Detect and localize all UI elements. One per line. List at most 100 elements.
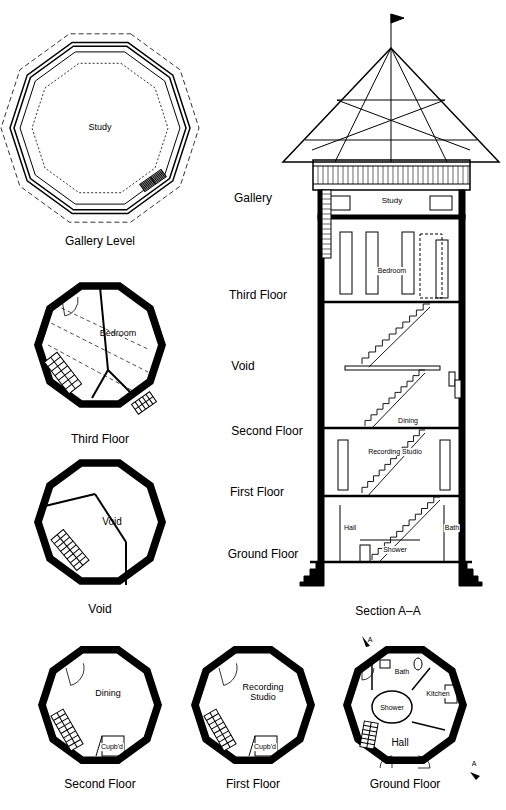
plan-stroke [70,553,82,563]
section-stroke [322,244,331,245]
section-stroke [372,497,440,560]
text-label: Bath [394,668,410,676]
plan-stroke [44,352,81,393]
section-stroke [338,440,348,490]
section-stroke [391,48,392,162]
plan-stroke [362,734,376,736]
plan-stroke [45,320,148,372]
plan-stroke [135,402,142,412]
plan-stroke [204,709,236,751]
plan-stroke [143,175,164,190]
section-stroke [318,495,465,498]
section-stroke [393,166,394,184]
text-label: Void [102,516,121,527]
plan-stroke [56,718,68,725]
section-stroke [360,540,420,541]
section-stroke [463,166,464,184]
section-stroke [283,48,499,162]
plan-stroke [67,549,79,559]
section-stroke [378,166,379,184]
plan-stroke [221,739,233,746]
section-stroke [343,166,344,184]
section-stroke [449,372,455,386]
section-stroke [458,166,459,184]
section-stroke [455,380,461,398]
plan-stroke [363,730,377,732]
section-stroke [443,166,444,184]
plan-stroke [57,535,83,566]
plan-stroke [361,738,375,740]
plan-stroke [140,169,166,191]
plan-stroke [108,370,130,392]
section-stroke [423,166,424,184]
section-stroke [322,239,331,240]
plan-stroke [14,46,186,210]
plan-stroke [51,709,83,751]
plan-stroke [66,663,84,685]
text-label: Gallery [234,192,272,205]
section-stroke [383,166,384,184]
section-stroke [318,301,465,304]
section-stroke [312,100,445,150]
section-stroke [322,214,331,215]
plan-stroke [1,34,199,222]
section-stroke [318,427,465,430]
plan-stroke [61,541,73,551]
plan-stroke [62,297,78,316]
section-stroke [403,166,404,184]
plan-stroke [92,370,108,398]
text-label: Dining [95,689,121,699]
section-stroke [322,199,331,200]
section-stroke [391,48,447,162]
plan-stroke [95,494,126,542]
plan-stroke [380,660,390,668]
plan-stroke [74,556,86,566]
plan-stroke [343,646,467,764]
floor-plan [1,34,480,780]
section-stroke [338,166,339,184]
section-stroke [300,562,324,586]
plan-stroke [412,668,430,690]
plan-stroke [38,646,162,764]
text-label: Section A–A [355,605,420,618]
text-label: Recording Studio [234,683,292,703]
text-label: A [472,760,477,768]
section-stroke [358,166,359,184]
section-stroke [428,166,429,184]
section-stroke [368,166,369,184]
section-stroke [430,196,452,210]
text-label: Cupb'd [100,743,124,751]
section-stroke [310,561,472,564]
section-stroke [360,545,370,562]
section-stroke [322,254,331,255]
section-stroke [444,505,445,562]
section-stroke [340,505,341,562]
section-stroke [398,166,399,184]
section-stroke [373,166,374,184]
plan-stroke [57,537,69,547]
section-drawing [283,14,499,586]
section-stroke [408,166,409,184]
text-label: Kitchen [425,690,450,698]
section-stroke [438,166,439,184]
plan-stroke [34,459,166,585]
text-label: Second Floor [64,778,135,791]
plan-stroke [360,721,378,749]
section-stroke [322,224,331,225]
text-label: Dining [397,417,419,425]
section-stroke [313,160,470,190]
plan-stroke [364,725,378,727]
text-label: A [368,636,373,644]
section-stroke [335,48,391,162]
text-label: First Floor [226,778,280,791]
section-stroke [322,229,331,230]
plan-stroke [211,722,223,729]
section-stroke [340,232,352,294]
section-stroke [468,166,469,184]
plan-stroke [44,352,81,393]
plan-stroke [51,530,89,571]
plan-stroke [360,721,378,749]
plan-stroke [68,739,80,746]
plan-stroke [144,176,165,191]
text-label: Recording Studio [367,448,423,456]
